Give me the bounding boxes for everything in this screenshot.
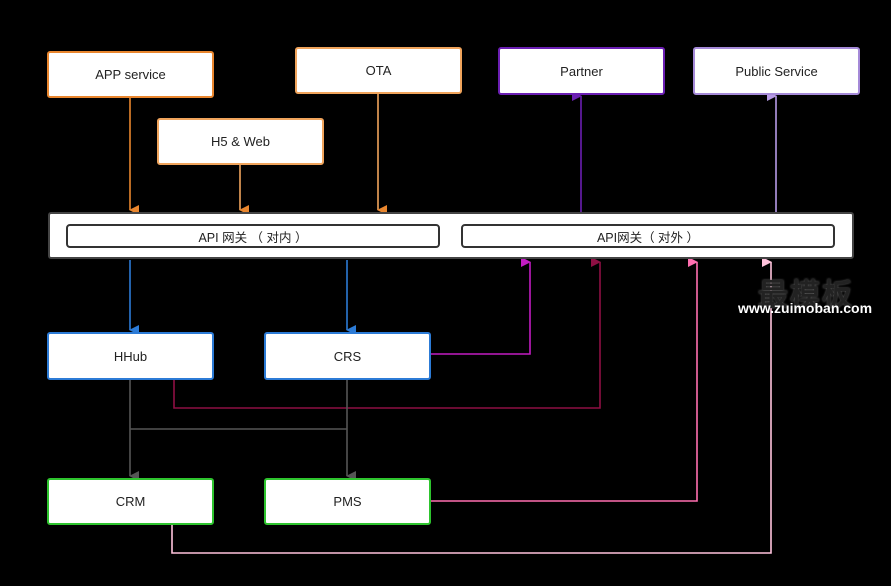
api-gateway-bar: API 网关 （ 对内 ） API网关（ 对外 ）	[48, 212, 854, 259]
node-public-service: Public Service	[693, 47, 860, 95]
node-ota: OTA	[295, 47, 462, 94]
node-pms: PMS	[264, 478, 431, 525]
node-h5-web: H5 & Web	[157, 118, 324, 165]
edge-crs-to-external-gateway	[431, 257, 531, 355]
edge-hhub-to-external-gateway	[173, 257, 601, 409]
node-app-service: APP service	[47, 51, 214, 98]
node-api-gateway-external: API网关（ 对外 ）	[461, 224, 835, 248]
node-partner: Partner	[498, 47, 665, 95]
node-api-gateway-internal: API 网关 （ 对内 ）	[66, 224, 440, 248]
node-crm: CRM	[47, 478, 214, 525]
watermark-url: www.zuimoban.com	[738, 300, 873, 316]
edge-pms-to-external-gateway	[431, 257, 698, 502]
node-crs: CRS	[264, 332, 431, 380]
watermark-chinese: 最模板	[758, 278, 854, 313]
edge-crm-to-external-gateway	[171, 257, 772, 554]
watermark: 最模板 www.zuimoban.com	[738, 270, 886, 320]
node-hhub: HHub	[47, 332, 214, 380]
